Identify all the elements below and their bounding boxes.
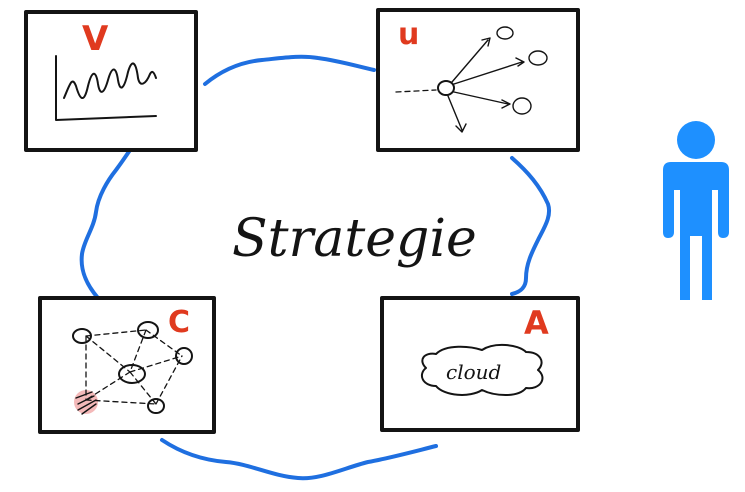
panel-a: A cloud	[380, 296, 580, 432]
cloud-sketch: cloud	[420, 344, 544, 396]
panel-a-letter: A	[524, 304, 549, 342]
panel-c: C	[38, 296, 216, 434]
center-label: Strategie	[232, 209, 477, 269]
connector-a-to-c	[160, 438, 438, 481]
panel-v-frame	[24, 10, 198, 152]
person-icon	[663, 121, 729, 300]
line-chart-sketch	[55, 55, 157, 121]
panel-a-frame	[380, 296, 580, 432]
network-arrows-sketch	[395, 26, 548, 133]
panel-v-letter: V	[82, 19, 109, 59]
cloud-label: cloud	[446, 360, 501, 384]
panel-c-letter: C	[168, 305, 190, 340]
panel-u: u	[376, 8, 580, 152]
panel-u-letter: u	[398, 17, 419, 52]
panel-v: V	[24, 10, 198, 152]
connector-u-to-a	[510, 156, 551, 296]
panel-u-frame	[376, 8, 580, 152]
cycle-connectors	[79, 54, 551, 481]
connector-v-to-u	[203, 54, 376, 86]
connector-c-to-v	[79, 148, 132, 300]
connected-nodes-sketch	[72, 321, 193, 415]
